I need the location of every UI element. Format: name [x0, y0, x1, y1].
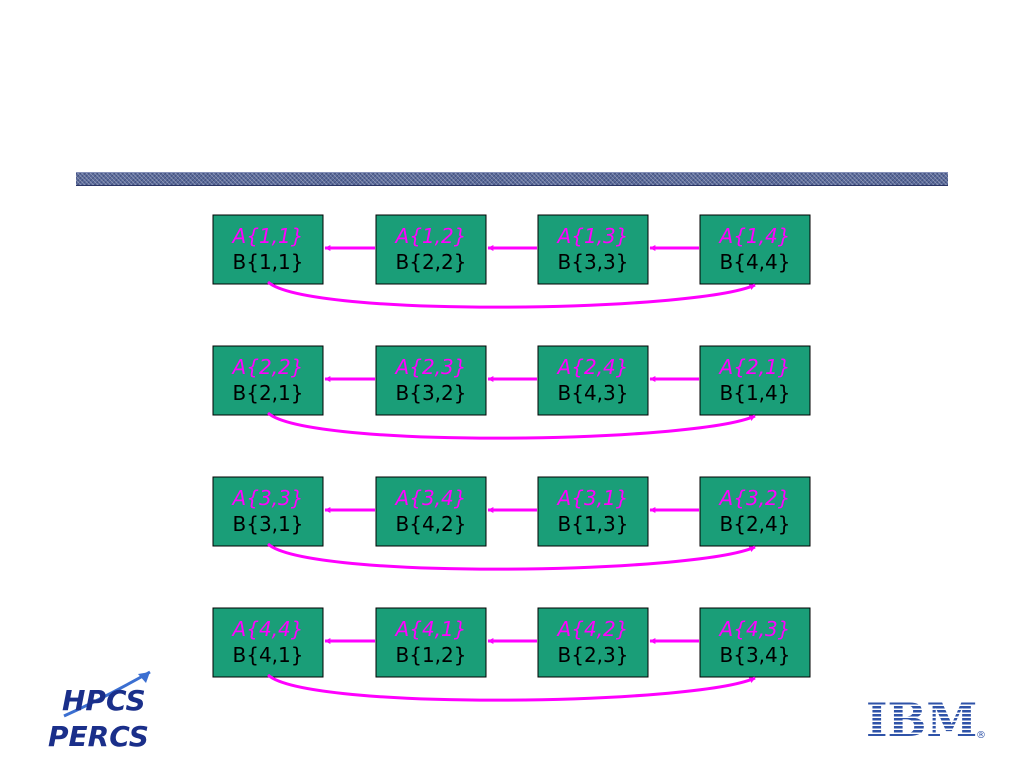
logo-percs-text: PERCS [48, 720, 149, 753]
block-cell-box [699, 607, 811, 678]
b-block-label: B{2,4} [720, 512, 791, 536]
block-cell-box [375, 476, 487, 547]
ibm-logo: IBM ® [862, 693, 990, 748]
block-cell-box [537, 607, 649, 678]
block-cell: A{2,3}B{3,2} [375, 345, 487, 416]
block-cell: A{2,4}B{4,3} [537, 345, 649, 416]
b-block-label: B{3,3} [558, 250, 629, 274]
a-block-label: A{4,1} [394, 617, 467, 641]
title-divider-bar [76, 172, 948, 186]
block-cell: A{2,1}B{1,4} [699, 345, 811, 416]
block-cell-box [375, 214, 487, 285]
a-block-label: A{1,3} [556, 224, 629, 248]
block-cell-box [375, 607, 487, 678]
a-block-label: A{2,1} [718, 355, 791, 379]
block-cell-box [375, 345, 487, 416]
block-cell-box [212, 607, 324, 678]
block-cell: A{4,3}B{3,4} [699, 607, 811, 678]
b-block-label: B{3,2} [396, 381, 467, 405]
block-cell: A{1,1}B{1,1} [212, 214, 324, 285]
diagram-row: A{3,3}B{3,1}A{3,4}B{4,2}A{3,1}B{1,3}A{3,… [212, 476, 811, 571]
diagram-row: A{2,2}B{2,1}A{2,3}B{3,2}A{2,4}B{4,3}A{2,… [212, 345, 811, 440]
wraparound-arrow [267, 280, 756, 309]
a-block-label: A{2,4} [556, 355, 629, 379]
a-block-label: A{4,3} [718, 617, 791, 641]
block-cell-box [537, 476, 649, 547]
wraparound-arrow [267, 673, 756, 702]
b-block-label: B{4,1} [233, 643, 304, 667]
block-cell-box [699, 345, 811, 416]
block-cell: A{4,4}B{4,1} [212, 607, 324, 678]
block-cell: A{2,2}B{2,1} [212, 345, 324, 416]
block-cell: A{1,3}B{3,3} [537, 214, 649, 285]
a-block-label: A{3,3} [231, 486, 304, 510]
b-block-label: B{4,2} [396, 512, 467, 536]
block-cell-box [212, 214, 324, 285]
b-block-label: B{1,3} [558, 512, 629, 536]
a-block-label: A{4,4} [231, 617, 304, 641]
b-block-label: B{3,1} [233, 512, 304, 536]
b-block-label: B{1,2} [396, 643, 467, 667]
block-cell-box [699, 476, 811, 547]
diagram-row: A{4,4}B{4,1}A{4,1}B{1,2}A{4,2}B{2,3}A{4,… [212, 607, 811, 702]
a-block-label: A{1,4} [718, 224, 791, 248]
a-block-label: A{2,2} [231, 355, 304, 379]
ibm-registered-mark: ® [976, 730, 986, 741]
a-block-label: A{3,1} [556, 486, 629, 510]
block-cell: A{4,1}B{1,2} [375, 607, 487, 678]
a-block-label: A{1,2} [394, 224, 467, 248]
block-cell-box [212, 476, 324, 547]
b-block-label: B{2,3} [558, 643, 629, 667]
block-cell: A{3,4}B{4,2} [375, 476, 487, 547]
block-cell-box [699, 214, 811, 285]
logo-hpcs-text: HPCS [62, 684, 146, 717]
ibm-logo-text: IBM [866, 694, 977, 744]
a-block-label: A{1,1} [231, 224, 304, 248]
block-cell-box [537, 214, 649, 285]
b-block-label: B{4,4} [720, 250, 791, 274]
a-block-label: A{2,3} [394, 355, 467, 379]
block-cell-box [212, 345, 324, 416]
wraparound-arrow [267, 411, 756, 440]
diagram-row: A{1,1}B{1,1}A{1,2}B{2,2}A{1,3}B{3,3}A{1,… [212, 214, 811, 309]
block-cell: A{1,2}B{2,2} [375, 214, 487, 285]
b-block-label: B{3,4} [720, 643, 791, 667]
block-cell: A{4,2}B{2,3} [537, 607, 649, 678]
diagram-rows: A{1,1}B{1,1}A{1,2}B{2,2}A{1,3}B{3,3}A{1,… [212, 214, 811, 702]
b-block-label: B{1,1} [233, 250, 304, 274]
a-block-label: A{3,2} [718, 486, 791, 510]
hpcs-percs-logo: HPCS PERCS [44, 664, 164, 760]
block-cell-box [537, 345, 649, 416]
block-cell: A{3,3}B{3,1} [212, 476, 324, 547]
block-cell: A{3,1}B{1,3} [537, 476, 649, 547]
a-block-label: A{3,4} [394, 486, 467, 510]
block-cell: A{1,4}B{4,4} [699, 214, 811, 285]
b-block-label: B{1,4} [720, 381, 791, 405]
a-block-label: A{4,2} [556, 617, 629, 641]
b-block-label: B{2,1} [233, 381, 304, 405]
b-block-label: B{4,3} [558, 381, 629, 405]
b-block-label: B{2,2} [396, 250, 467, 274]
block-cell: A{3,2}B{2,4} [699, 476, 811, 547]
wraparound-arrow [267, 542, 756, 571]
